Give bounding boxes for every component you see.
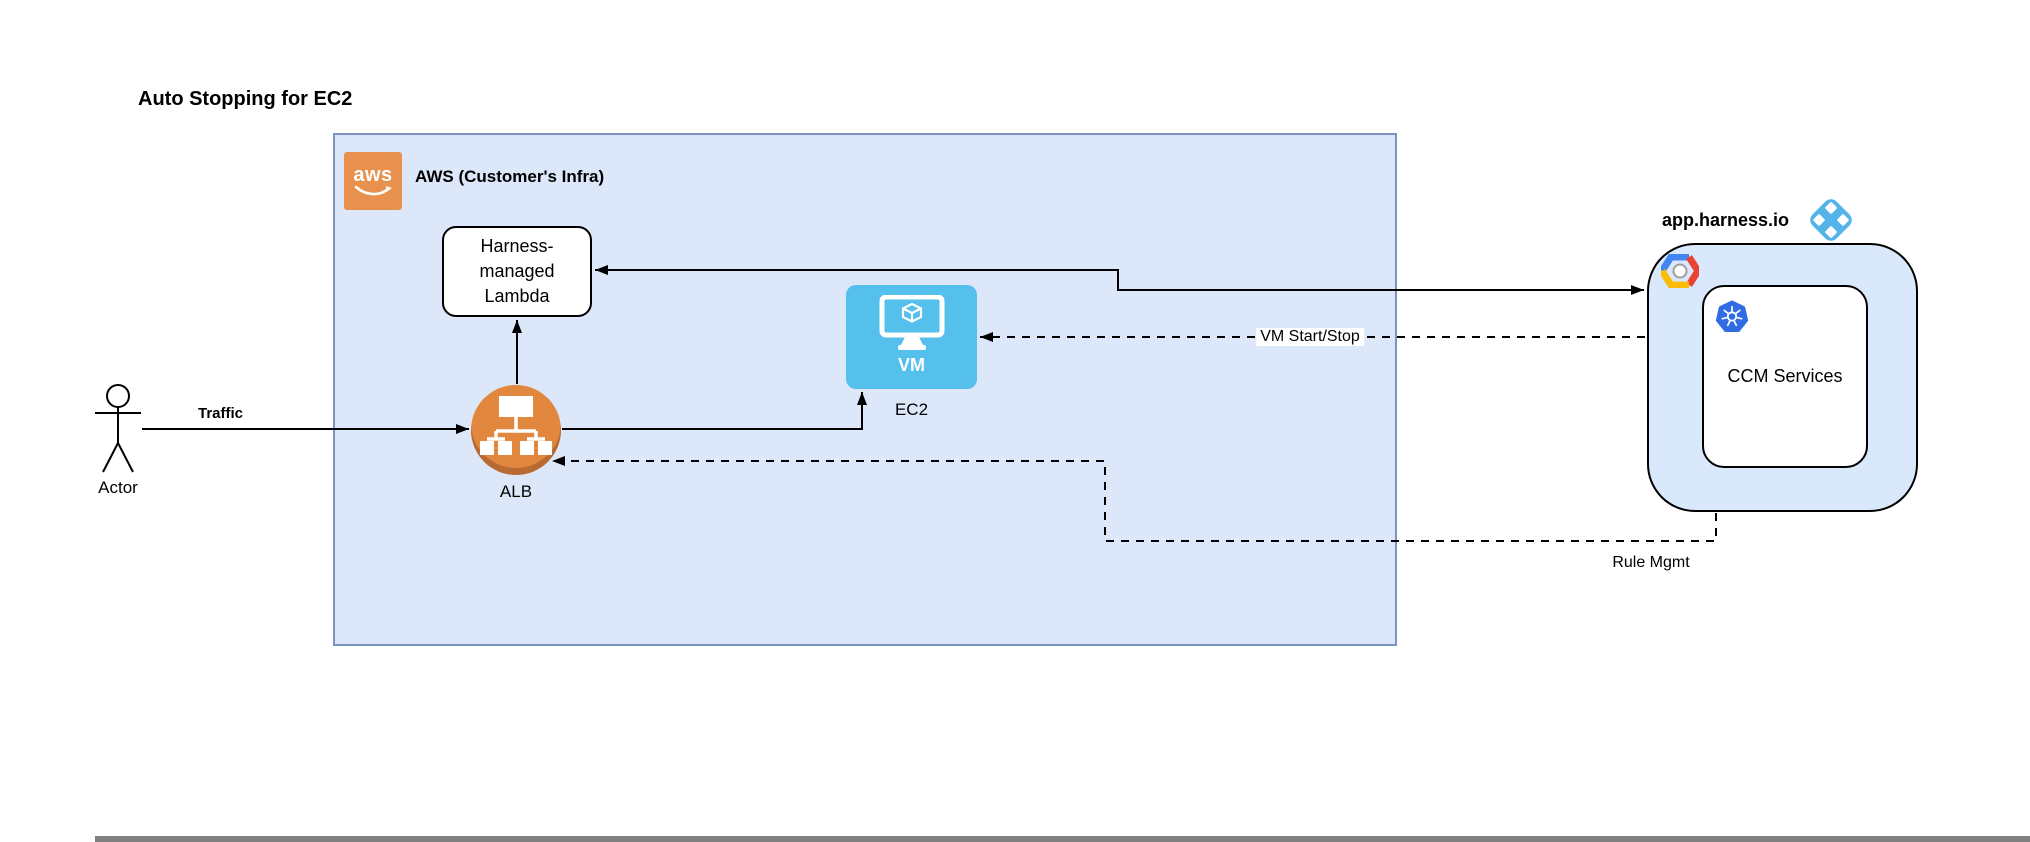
rule-mgmt-edge-label: Rule Mgmt xyxy=(1608,554,1694,572)
aws-group-title: AWS (Customer's Infra) xyxy=(415,167,605,186)
alb-node xyxy=(471,385,561,475)
kubernetes-logo-icon xyxy=(1715,300,1749,332)
load-balancer-icon xyxy=(480,396,552,455)
aws-smile-icon xyxy=(354,185,392,195)
actor-figure-icon xyxy=(95,384,141,473)
aws-logo-icon: aws xyxy=(344,152,402,210)
aws-logo-text: aws xyxy=(353,163,393,186)
ccm-services-label: CCM Services xyxy=(1727,366,1843,386)
ccm-services-box: CCM Services xyxy=(1702,285,1868,468)
vm-start-stop-edge-label: VM Start/Stop xyxy=(1256,328,1364,346)
bottom-window-edge xyxy=(95,836,2030,842)
alb-label: ALB xyxy=(499,482,533,501)
diagram-title: Auto Stopping for EC2 xyxy=(138,88,353,110)
actor-label: Actor xyxy=(98,478,138,497)
lambda-node: Harness-managed Lambda xyxy=(442,226,592,317)
lambda-label-line2: Lambda xyxy=(484,286,550,306)
lambda-label-line1: Harness-managed xyxy=(479,236,555,281)
vm-node: VM xyxy=(846,285,977,389)
harness-group-title: app.harness.io xyxy=(1662,210,1790,230)
virtual-machine-icon xyxy=(879,295,944,350)
vm-label: VM xyxy=(898,355,925,375)
traffic-edge-label: Traffic xyxy=(198,405,244,422)
gcp-logo-icon xyxy=(1661,254,1699,288)
harness-logo-icon xyxy=(1810,199,1852,241)
ec2-label: EC2 xyxy=(894,400,929,419)
